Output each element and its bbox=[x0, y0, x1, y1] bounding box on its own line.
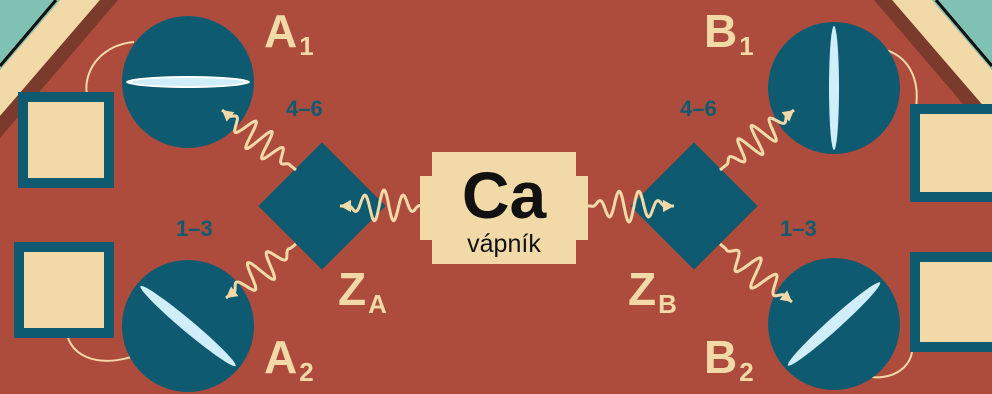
circle-a1 bbox=[122, 16, 254, 148]
circle-b1 bbox=[768, 22, 900, 154]
count-upper-left: 4–6 bbox=[286, 96, 323, 121]
wave-za-to-a2-arrowhead bbox=[226, 286, 239, 298]
square-a2 bbox=[14, 242, 114, 338]
wave-za-to-a1-arrowhead bbox=[222, 110, 235, 122]
square-a1 bbox=[18, 92, 114, 188]
wave-zb-to-b1-arrowhead bbox=[781, 110, 794, 122]
wave-zb-to-b2-arrowhead bbox=[779, 290, 792, 302]
label-za: ZA bbox=[338, 263, 387, 319]
wave-arrows bbox=[221, 108, 795, 304]
square-b2 bbox=[910, 252, 992, 352]
calcium-box: Ca vápník bbox=[432, 152, 576, 264]
label-b1: B1 bbox=[704, 5, 754, 61]
diamond-za bbox=[258, 142, 386, 270]
wave-za-to-a2 bbox=[225, 242, 297, 300]
element-name: vápník bbox=[467, 230, 541, 258]
count-upper-right: 4–6 bbox=[680, 96, 717, 121]
wave-ca-to-zb bbox=[584, 189, 674, 224]
circle-b2 bbox=[768, 258, 900, 390]
wave-ca-to-za-arrowhead bbox=[340, 199, 351, 213]
label-a1: A1 bbox=[264, 5, 314, 61]
label-b2: B2 bbox=[704, 331, 754, 387]
wave-ca-to-zb-arrowhead bbox=[663, 199, 674, 213]
label-a2: A2 bbox=[264, 331, 314, 387]
count-lower-right: 1–3 bbox=[780, 216, 817, 241]
label-zb: ZB bbox=[628, 263, 677, 319]
wave-za-to-a1 bbox=[221, 108, 297, 172]
circle-a2 bbox=[122, 260, 254, 392]
count-lower-left: 1–3 bbox=[176, 216, 213, 241]
element-symbol: Ca bbox=[461, 158, 547, 232]
top-right-corner-decoration bbox=[874, 0, 992, 138]
wave-ca-to-za bbox=[340, 188, 428, 223]
square-b1 bbox=[910, 104, 992, 202]
ca-box-right-tab bbox=[572, 176, 588, 240]
wave-zb-to-b2 bbox=[719, 242, 793, 304]
wave-zb-to-b1 bbox=[719, 108, 795, 172]
